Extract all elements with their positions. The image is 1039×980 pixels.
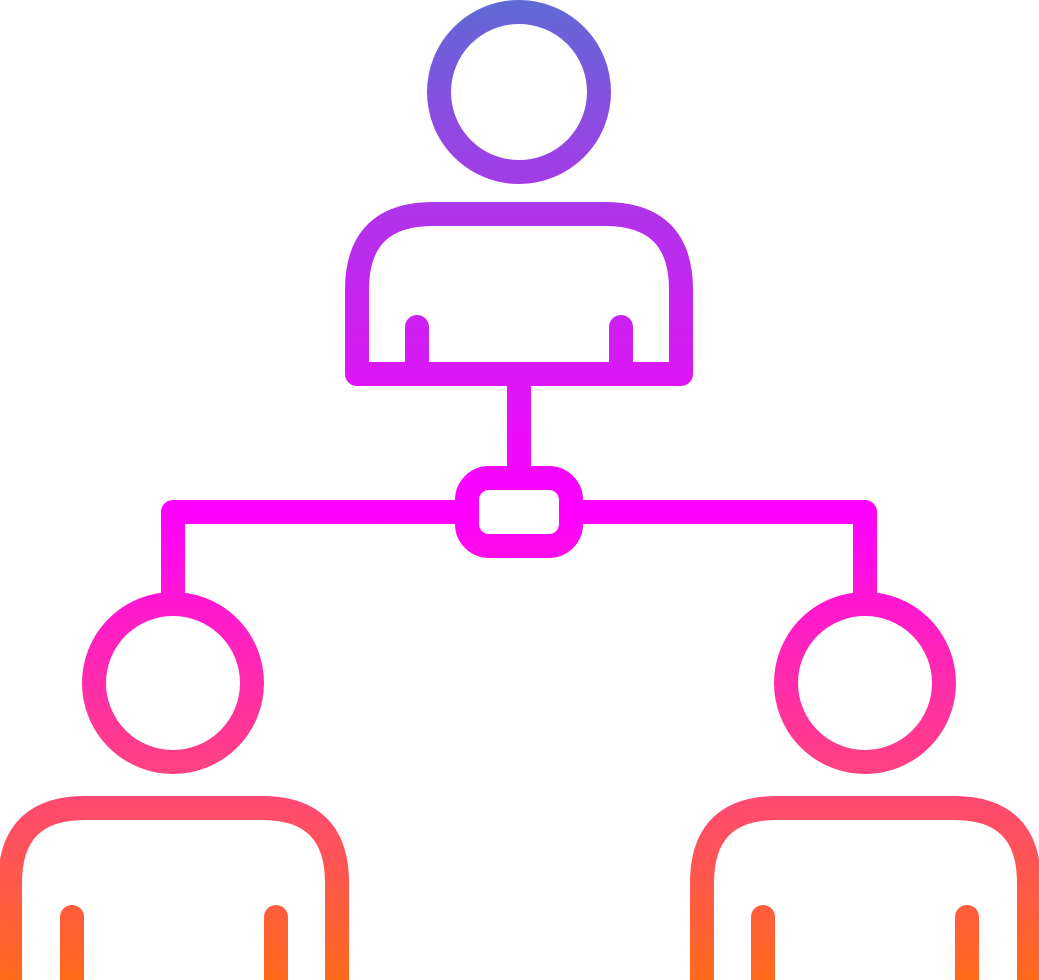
- connector-branch-right: [559, 500, 877, 608]
- person-icon-bottom-right: [690, 592, 1039, 980]
- person-icon-bottom-left: [0, 592, 349, 980]
- person-head-bottom-right: [774, 592, 956, 774]
- person-head-bottom-left: [82, 592, 264, 774]
- connector-node-icon: [455, 466, 583, 558]
- person-body-bottom-right: [690, 796, 1039, 980]
- person-head-top: [427, 0, 611, 184]
- connector-branch-left: [161, 500, 479, 608]
- connector-lines: [161, 362, 877, 608]
- person-body-top: [345, 202, 693, 386]
- person-body-bottom-left: [0, 796, 349, 980]
- person-icon-top: [345, 0, 693, 386]
